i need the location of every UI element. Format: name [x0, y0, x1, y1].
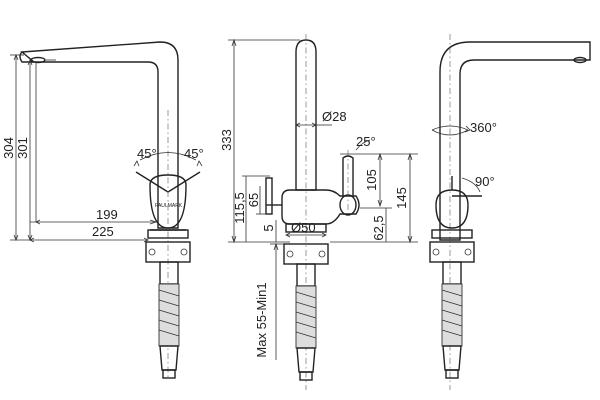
dim-65: 65	[246, 193, 261, 207]
countertop-thickness: Max 55-Min1	[254, 282, 269, 357]
dim-5: 5	[261, 224, 276, 231]
dim-199: 199	[96, 207, 118, 222]
front-view: Ø28 25° Ø50 333 115,5 65 5	[219, 34, 418, 390]
dim-105: 105	[364, 169, 379, 191]
dim-333: 333	[219, 129, 234, 151]
side-view: 45° 45° PAULMARK 304 301 199 225	[1, 41, 204, 380]
dim-301: 301	[15, 137, 30, 159]
side-nozzle	[30, 56, 46, 64]
dim-145: 145	[394, 187, 409, 209]
front-side-knob	[265, 177, 273, 215]
side-angle-right: 45°	[184, 146, 204, 161]
side-body	[149, 174, 187, 229]
brand-label: PAULMARK	[155, 203, 183, 209]
dim-115-5: 115,5	[232, 192, 247, 224]
side-lever-right	[167, 171, 201, 193]
back-angle-360: 360°	[470, 120, 497, 135]
side-spout-body	[20, 41, 179, 229]
side-angle-left: 45°	[137, 146, 157, 161]
front-spout-tube	[295, 39, 317, 191]
back-view: 360° 90°	[429, 34, 591, 390]
dim-225: 225	[92, 224, 114, 239]
front-angle-25: 25°	[356, 134, 376, 149]
dim-62-5: 62,5	[371, 215, 386, 240]
back-angle-90: 90°	[475, 174, 495, 189]
side-lever-left	[135, 171, 169, 193]
dim-304: 304	[1, 137, 16, 159]
back-spout-body	[439, 41, 591, 241]
back-mount-nut	[429, 241, 475, 263]
rotation-arrow	[431, 129, 469, 136]
dim-diameter-50: Ø50	[291, 220, 316, 235]
front-lever	[342, 155, 354, 196]
dim-diameter-28: Ø28	[322, 109, 347, 124]
